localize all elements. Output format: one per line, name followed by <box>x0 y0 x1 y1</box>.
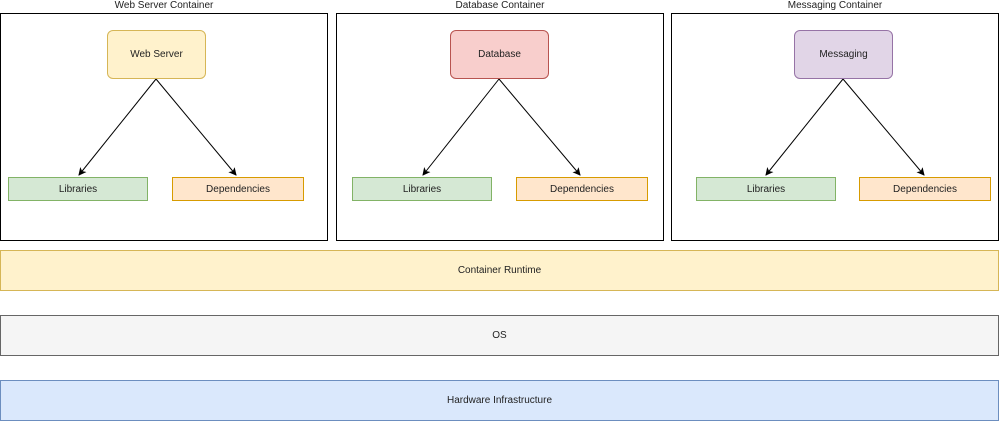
database-container-title: Database Container <box>455 0 545 11</box>
os-layer[interactable]: OS <box>0 315 999 356</box>
database-dependencies-node[interactable]: Dependencies <box>516 177 648 201</box>
web-server-container-title: Web Server Container <box>114 0 214 11</box>
messaging-node[interactable]: Messaging <box>794 30 893 79</box>
web-server-dependencies-node[interactable]: Dependencies <box>172 177 304 201</box>
database-node[interactable]: Database <box>450 30 549 79</box>
messaging-container-title: Messaging Container <box>787 0 883 11</box>
messaging-dependencies-node[interactable]: Dependencies <box>859 177 991 201</box>
container-runtime-layer[interactable]: Container Runtime <box>0 250 999 291</box>
database-libraries-node[interactable]: Libraries <box>352 177 492 201</box>
web-server-libraries-node[interactable]: Libraries <box>8 177 148 201</box>
hardware-infrastructure-layer[interactable]: Hardware Infrastructure <box>0 380 999 421</box>
web-server-node[interactable]: Web Server <box>107 30 206 79</box>
messaging-libraries-node[interactable]: Libraries <box>696 177 836 201</box>
